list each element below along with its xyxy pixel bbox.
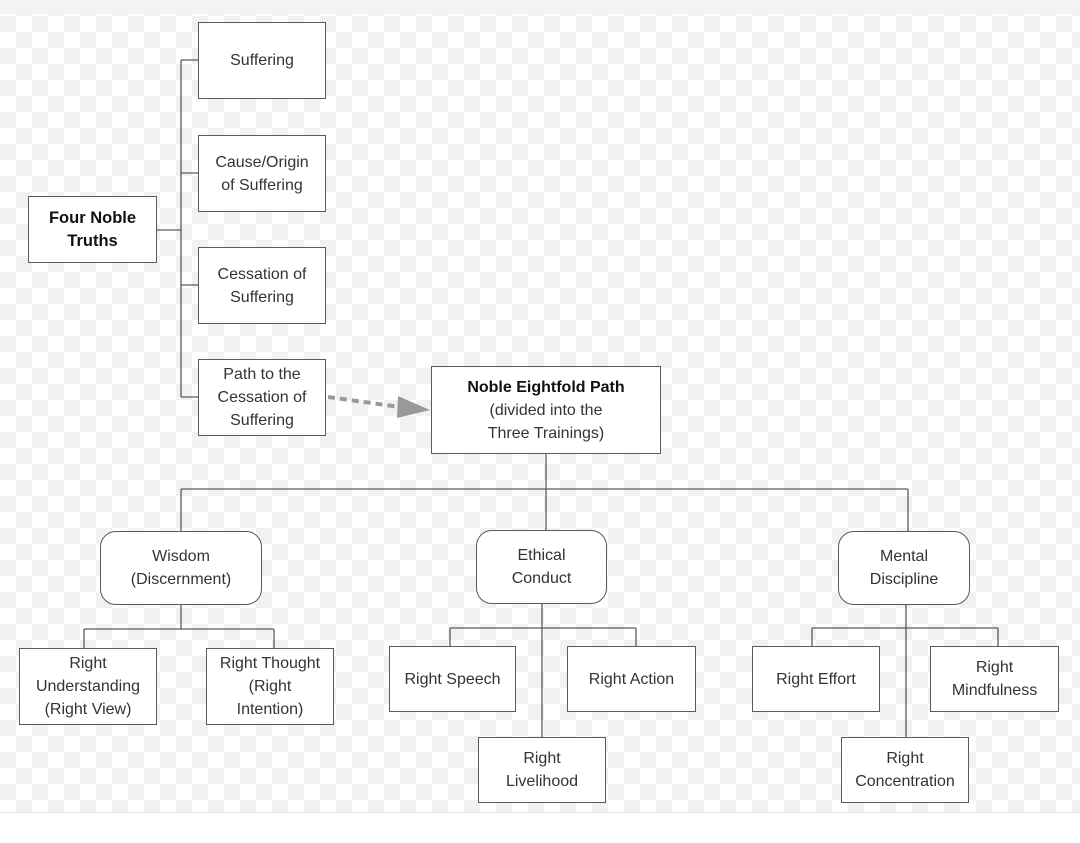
- right-action-node: Right Action: [567, 646, 696, 712]
- training-wisdom-node: Wisdom (Discernment): [100, 531, 262, 605]
- right-livelihood-node: Right Livelihood: [478, 737, 606, 803]
- right-concentration-node: Right Concentration: [841, 737, 969, 803]
- right-speech-node: Right Speech: [389, 646, 516, 712]
- truth-path-node: Path to the Cessation of Suffering: [198, 359, 326, 436]
- noble-eightfold-path-subtitle: (divided into the Three Trainings): [487, 401, 605, 442]
- four-noble-truths-node: Four Noble Truths: [28, 196, 157, 263]
- right-thought-node: Right Thought (Right Intention): [206, 648, 334, 725]
- training-ethical-node: Ethical Conduct: [476, 530, 607, 604]
- dashed-arrow-line: [327, 395, 401, 409]
- noble-eightfold-path-node: Noble Eightfold Path (divided into the T…: [431, 366, 661, 454]
- right-mindfulness-node: Right Mindfulness: [930, 646, 1059, 712]
- right-understanding-node: Right Understanding (Right View): [19, 648, 157, 725]
- noble-eightfold-path-title: Noble Eightfold Path: [467, 378, 625, 396]
- dashed-arrow-head: [397, 396, 430, 418]
- truth-suffering-node: Suffering: [198, 22, 326, 99]
- bottom-band: [0, 812, 1080, 843]
- training-mental-node: Mental Discipline: [838, 531, 970, 605]
- top-band: [0, 0, 1080, 14]
- right-effort-node: Right Effort: [752, 646, 880, 712]
- truth-cessation-node: Cessation of Suffering: [198, 247, 326, 324]
- truth-cause-node: Cause/Origin of Suffering: [198, 135, 326, 212]
